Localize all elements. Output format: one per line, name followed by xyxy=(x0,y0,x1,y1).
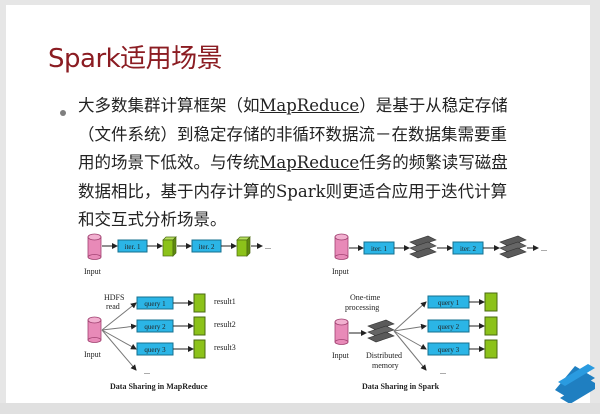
distributed-memory-label: memory xyxy=(372,361,399,370)
text-part: 大多数集群计算框架（如 xyxy=(78,96,260,115)
ellipsis: ... xyxy=(265,242,271,251)
hdfs-read-label: read xyxy=(106,302,120,311)
iter-label: iter. 2 xyxy=(199,243,215,251)
ellipsis: ... xyxy=(144,367,150,376)
ellipsis: ... xyxy=(440,367,446,376)
query-label: query 1 xyxy=(438,299,460,307)
text-part: 任务的频繁读写磁盘数据相比，基于内存计算的Spark则更适合应用于迭代计算和交互… xyxy=(78,153,508,229)
input-disk-icon xyxy=(334,233,349,260)
diagram-caption: Data Sharing in MapReduce xyxy=(110,382,208,391)
result-block xyxy=(484,316,498,336)
input-disk-icon xyxy=(87,233,102,260)
slide-title: Spark适用场景 xyxy=(48,44,223,74)
memory-stack-icon xyxy=(367,319,395,343)
result-block xyxy=(193,316,206,336)
distributed-memory-label: Distributed xyxy=(366,351,402,360)
result-label: result3 xyxy=(214,343,236,352)
iter-label: iter. 2 xyxy=(460,245,476,253)
bottom-bar xyxy=(0,403,600,414)
result-block xyxy=(484,292,498,312)
query-label: query 3 xyxy=(144,346,166,354)
memory-stack-icon xyxy=(409,235,437,259)
query-label: query 2 xyxy=(144,323,166,331)
hdfs-disk-icon xyxy=(162,236,177,257)
spark-diagram: iter. 1 iter. 2 ... Input One-time proce… xyxy=(332,233,547,391)
iter-label: iter. 1 xyxy=(371,245,387,253)
logo-icon xyxy=(555,364,595,404)
input-label: Input xyxy=(84,350,102,359)
bullet-icon xyxy=(60,110,66,116)
hdfs-read-label: HDFS xyxy=(104,293,124,302)
diagram-caption: Data Sharing in Spark xyxy=(362,382,440,391)
text-mapreduce: MapReduce xyxy=(259,153,360,172)
iter-label: iter. 1 xyxy=(125,243,141,251)
hdfs-disk-icon xyxy=(236,236,251,257)
memory-stack-icon xyxy=(499,235,527,259)
one-time-label: processing xyxy=(345,303,379,312)
input-label: Input xyxy=(332,351,350,360)
input-disk-icon xyxy=(334,318,349,345)
result-label: result1 xyxy=(214,297,236,306)
input-label: Input xyxy=(84,267,102,276)
ellipsis: ... xyxy=(541,244,547,253)
mapreduce-diagram: iter. 1 iter. 2 ... Input HDFS read Inpu… xyxy=(84,233,271,391)
text-mapreduce: MapReduce xyxy=(259,96,360,115)
bullet-text: 大多数集群计算框架（如MapReduce）是基于从稳定存储（文件系统）到稳定存储… xyxy=(78,92,518,235)
query-label: query 1 xyxy=(144,300,166,308)
input-disk-icon xyxy=(87,316,102,343)
result-label: result2 xyxy=(214,320,236,329)
text-part: ）是基于从稳定存储（文件系统）到稳定存储的非循环数据流－在数据集需要重用的场景下… xyxy=(78,96,508,172)
query-label: query 3 xyxy=(438,346,460,354)
one-time-label: One-time xyxy=(350,293,381,302)
query-label: query 2 xyxy=(438,323,460,331)
slide xyxy=(6,5,590,403)
result-block xyxy=(193,339,206,359)
result-block xyxy=(193,293,206,313)
result-block xyxy=(484,339,498,359)
input-label: Input xyxy=(332,267,350,276)
